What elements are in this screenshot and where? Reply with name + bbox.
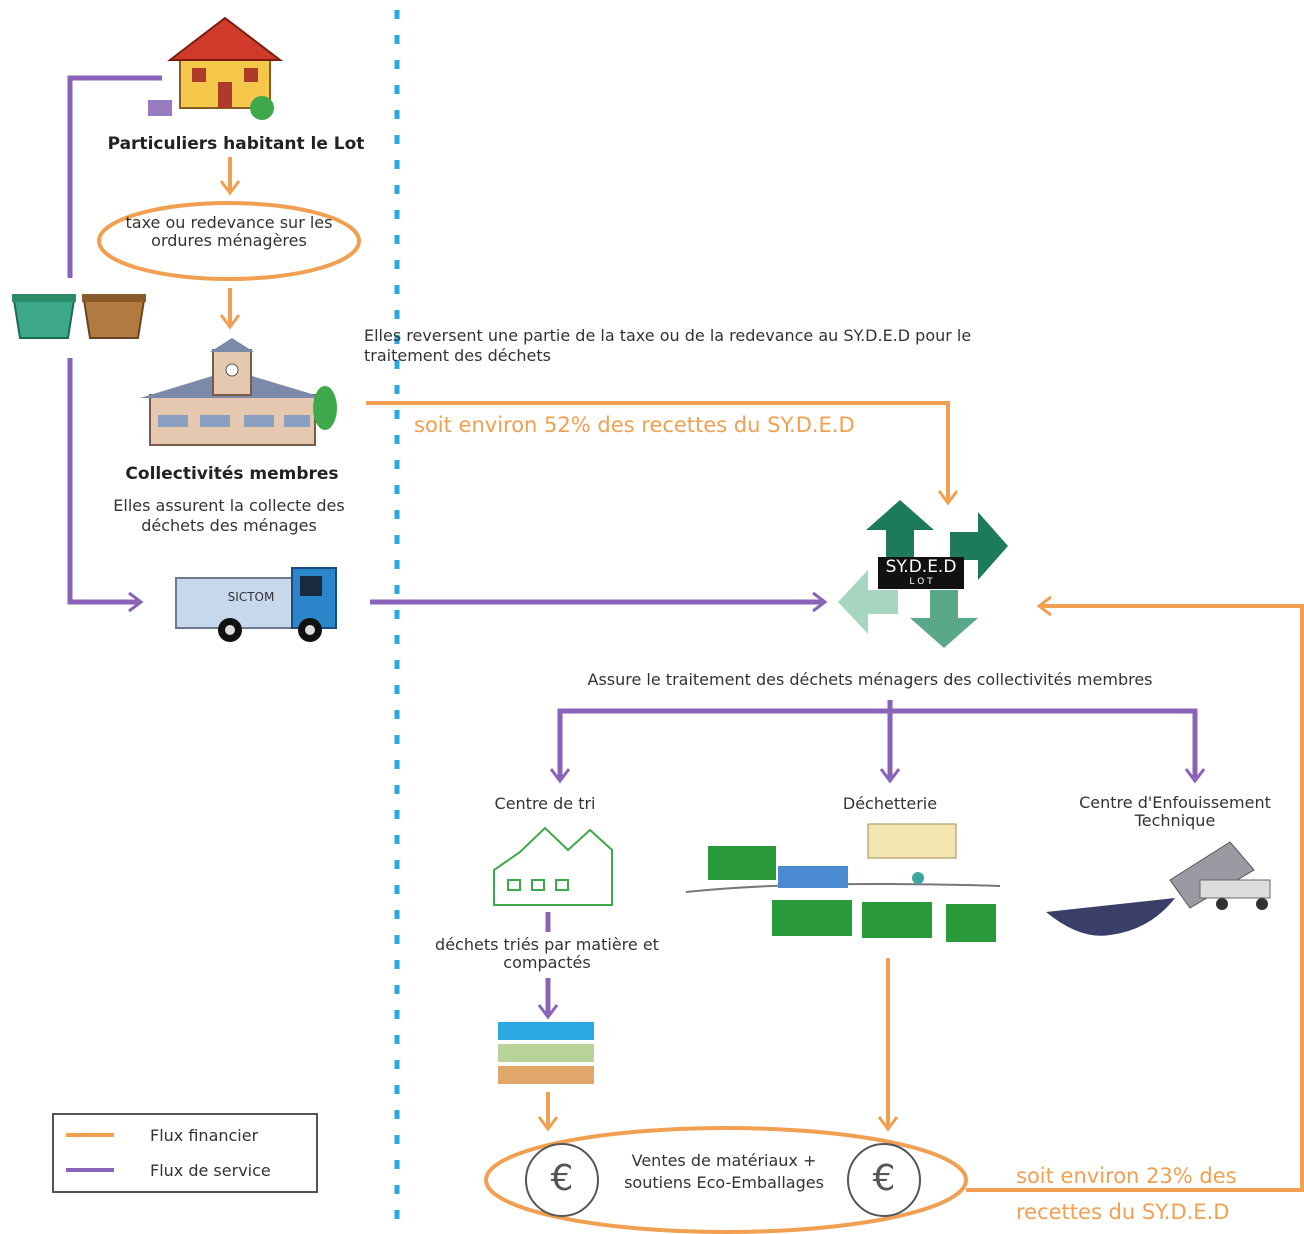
service-loop-left [67, 75, 162, 278]
dechets-tries-label: déchets triés par matière et compactés [435, 935, 659, 972]
service-to-truck [67, 358, 144, 613]
legend-service-swatch [66, 1168, 114, 1172]
syded-logo-text: SY.D.E.D [885, 557, 957, 577]
truck-label: SICTOM [227, 590, 275, 604]
pct23-label: soit environ 23% des recettes du SY.D.E.… [1016, 1164, 1237, 1224]
assure-label: Assure le traitement des déchets ménager… [587, 670, 1153, 689]
landfill-icon [1046, 841, 1271, 936]
cet-label: Centre d'Enfouissement Technique [1079, 793, 1271, 830]
pct52-label: soit environ 52% des recettes du SY.D.E.… [414, 413, 855, 437]
syded-logo [838, 500, 1008, 648]
town-hall-icon [140, 338, 337, 446]
collectivites-desc: Elles assurent la collecte des déchets d… [113, 496, 345, 535]
collectivites-label: Collectivités membres [125, 464, 339, 484]
taxe-label: taxe ou redevance sur les ordures ménagè… [125, 213, 333, 250]
house-icon [148, 16, 283, 120]
euro-coin-right [847, 1143, 921, 1217]
syded-logo-sub: L O T [909, 577, 933, 587]
legend-financial-swatch [66, 1133, 114, 1137]
financial-52 [366, 401, 959, 506]
bales-icon [498, 1022, 594, 1084]
dechetterie-label: Déchetterie [842, 794, 938, 813]
recycling-center-icon [685, 823, 1001, 942]
ventes-oval [484, 1126, 968, 1234]
euro-coin-left [525, 1143, 599, 1217]
sorting-center-icon [493, 826, 613, 906]
euro-symbol-left: € [550, 1158, 574, 1199]
particuliers-label: Particuliers habitant le Lot [107, 134, 365, 154]
truck-icon [175, 567, 337, 642]
legend-financial-label: Flux financier [150, 1125, 259, 1145]
legend-financial: Flux financier [66, 1124, 258, 1146]
legend-service: Flux de service [66, 1159, 271, 1181]
euro-symbol-right: € [872, 1158, 896, 1199]
taxe-oval [97, 201, 361, 281]
legend: Flux financier Flux de service [52, 1113, 318, 1193]
bins-icon [12, 294, 146, 339]
ventes-label: Ventes de matériaux + soutiens Eco-Embal… [624, 1151, 824, 1192]
legend-service-label: Flux de service [150, 1160, 271, 1180]
reversent-label: Elles reversent une partie de la taxe ou… [364, 326, 972, 365]
centre-tri-label: Centre de tri [494, 794, 596, 813]
